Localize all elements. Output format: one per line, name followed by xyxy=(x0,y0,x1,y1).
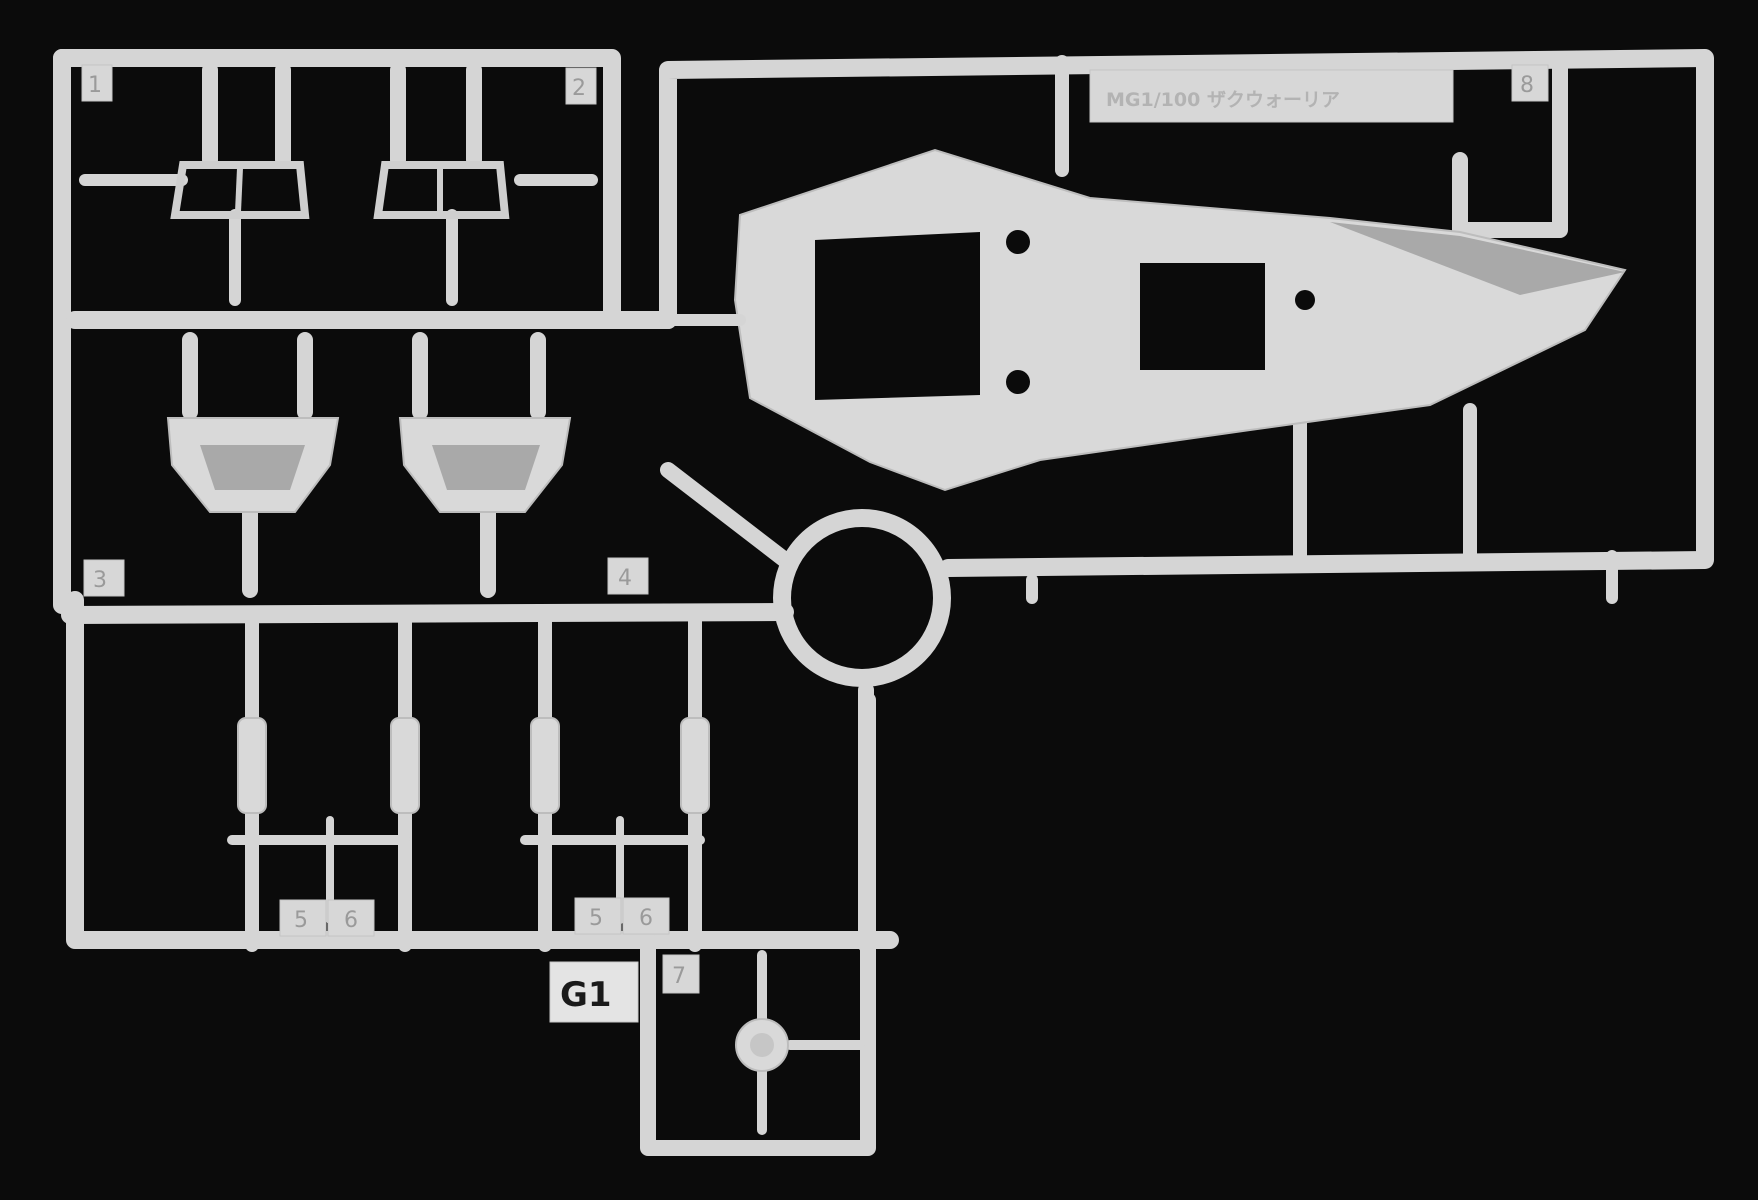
part-number-4: 4 xyxy=(618,566,632,591)
part-number-tags: 1 2 3 4 5 6 5 6 7 8 xyxy=(81,64,1549,994)
round-part xyxy=(735,950,865,1135)
sprue-id-text: G1 xyxy=(560,975,612,1015)
part-number-5a: 5 xyxy=(294,908,308,933)
part-number-5b: 5 xyxy=(589,906,603,931)
part-number-7: 7 xyxy=(672,964,686,989)
piston-parts xyxy=(227,613,710,952)
name-plate-text: MG1/100 ザクウォーリア xyxy=(1106,89,1340,111)
part-number-3: 3 xyxy=(93,568,107,593)
trapezoid-part-left xyxy=(166,332,340,598)
part-number-8: 8 xyxy=(1520,73,1534,98)
sprue-name-plate: MG1/100 ザクウォーリア xyxy=(1089,69,1454,123)
part-pair-2 xyxy=(373,62,598,306)
part-number-2: 2 xyxy=(572,76,586,101)
sprue-id-tag: G1 xyxy=(549,961,639,1023)
part-number-1: 1 xyxy=(88,73,102,98)
part-pair-1 xyxy=(79,62,310,306)
part-number-6a: 6 xyxy=(344,908,358,933)
right-sprue-frame xyxy=(659,49,1714,604)
part-number-6b: 6 xyxy=(639,906,653,931)
large-hull-part xyxy=(662,148,1627,492)
central-ring-runner xyxy=(773,509,951,953)
trapezoid-part-right xyxy=(398,332,572,598)
